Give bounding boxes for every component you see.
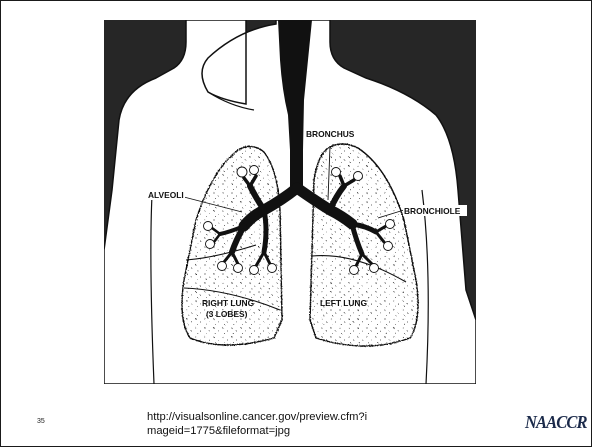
- source-url-line-2: mageid=1775&fileformat=jpg: [147, 425, 447, 439]
- respiratory-system-diagram: BRONCHUS ALVEOLI BRONCHIOLE RIGHT LUNG (…: [104, 20, 476, 384]
- bronchiole-label: BRONCHIOLE: [404, 206, 461, 216]
- right-lung-label: RIGHT LUNG: [202, 298, 254, 308]
- source-url[interactable]: http://visualsonline.cancer.gov/preview.…: [147, 411, 447, 438]
- alveoli-label: ALVEOLI: [148, 190, 184, 200]
- right-lung-lobes-label: (3 LOBES): [206, 309, 248, 319]
- slide-number: 35: [37, 418, 45, 425]
- bronchus-label: BRONCHUS: [306, 129, 355, 139]
- naaccr-logo: NAACCR: [525, 412, 587, 433]
- left-lung-label: LEFT LUNG: [320, 298, 367, 308]
- source-url-line-1: http://visualsonline.cancer.gov/preview.…: [147, 411, 447, 425]
